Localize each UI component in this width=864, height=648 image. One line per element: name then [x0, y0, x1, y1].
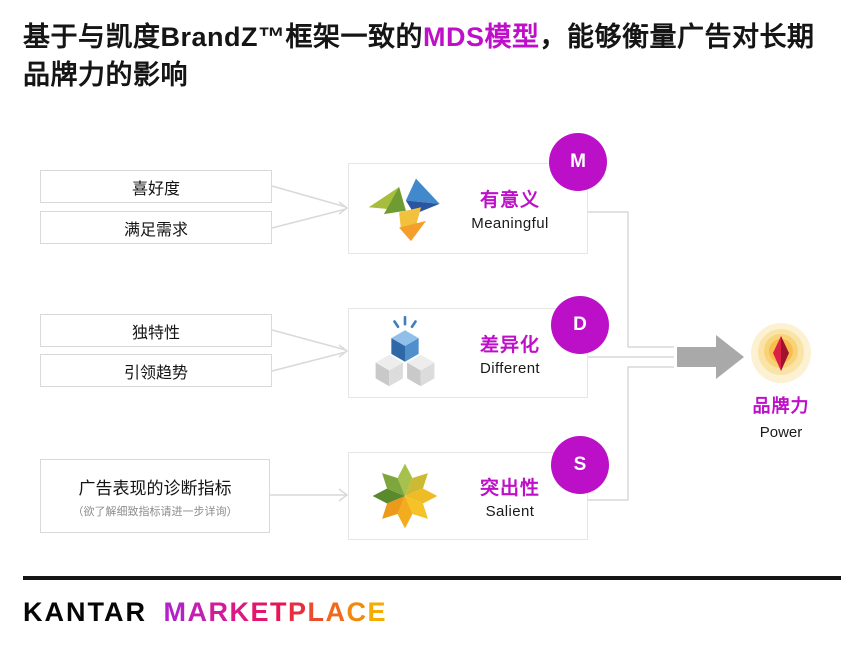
dimension-en: Meaningful	[471, 215, 549, 232]
input-box-meets-needs: 满足需求	[40, 211, 272, 244]
dimension-en: Salient	[485, 502, 535, 520]
input-box-uniqueness: 独特性	[40, 314, 272, 347]
line-row2-b	[271, 351, 347, 372]
input-label: 满足需求	[123, 221, 188, 239]
arrowhead-row2	[338, 344, 349, 358]
pinwheel-icon	[367, 173, 443, 245]
logo-product: MARKETPLACE	[163, 597, 387, 627]
glow-diamond-icon	[751, 323, 811, 383]
dimension-zh: 差异化	[479, 334, 540, 356]
arrowhead-row1	[338, 201, 349, 215]
merge-line-s	[588, 366, 674, 501]
logo-brand: KANTAR	[23, 597, 147, 627]
outcome-zh: 品牌力	[752, 396, 810, 416]
input-box-likability: 喜好度	[40, 170, 272, 203]
starburst-icon	[367, 462, 443, 530]
dimension-zh: 突出性	[479, 477, 540, 499]
cubes-icon	[367, 313, 443, 393]
dimension-card-salient: 突出性 Salient	[348, 452, 588, 540]
dimension-card-different: 差异化 Different	[348, 308, 588, 398]
title-highlight: MDS模型	[423, 22, 540, 52]
line-row1-a	[271, 185, 347, 208]
outcome-brand-power: 品牌力 Power	[731, 321, 831, 441]
big-arrow-icon	[677, 335, 744, 379]
badge-meaningful: M	[549, 133, 607, 191]
dimension-text: 有意义 Meaningful	[443, 185, 587, 232]
title-prefix: 基于与凯度BrandZ™框架一致的	[23, 22, 423, 52]
dimension-text: 突出性 Salient	[443, 473, 587, 520]
arrowhead-row3	[338, 488, 349, 502]
dimension-text: 差异化 Different	[443, 330, 587, 377]
input-box-trendsetting: 引领趋势	[40, 354, 272, 387]
input-label: 独特性	[131, 324, 180, 342]
input-label: 引领趋势	[123, 364, 188, 382]
dimension-zh: 有意义	[479, 190, 540, 211]
title-suffix: ，能够衡量广告对长期	[539, 22, 815, 52]
input-label: 喜好度	[131, 180, 180, 198]
dimension-card-meaningful: 有意义 Meaningful	[348, 163, 588, 254]
title-line2: 品牌力的影响	[23, 60, 188, 90]
merge-line-m	[588, 211, 674, 348]
input-sublabel: （欲了解细致指标请进一步详询）	[72, 505, 238, 518]
badge-different: D	[551, 296, 609, 354]
line-row2-a	[271, 329, 347, 351]
outcome-en: Power	[759, 424, 803, 441]
page-title: 基于与凯度BrandZ™框架一致的MDS模型，能够衡量广告对长期品牌力的影响	[23, 18, 845, 94]
kantar-marketplace-logo: KANTAR MARKETPLACE	[23, 597, 387, 628]
input-label: 广告表现的诊断指标	[78, 478, 232, 498]
input-box-diagnostics: 广告表现的诊断指标 （欲了解细致指标请进一步详询）	[40, 459, 270, 533]
line-row1-b	[271, 208, 347, 229]
dimension-en: Different	[479, 359, 541, 377]
badge-salient: S	[551, 436, 609, 494]
footer-divider	[23, 576, 841, 580]
